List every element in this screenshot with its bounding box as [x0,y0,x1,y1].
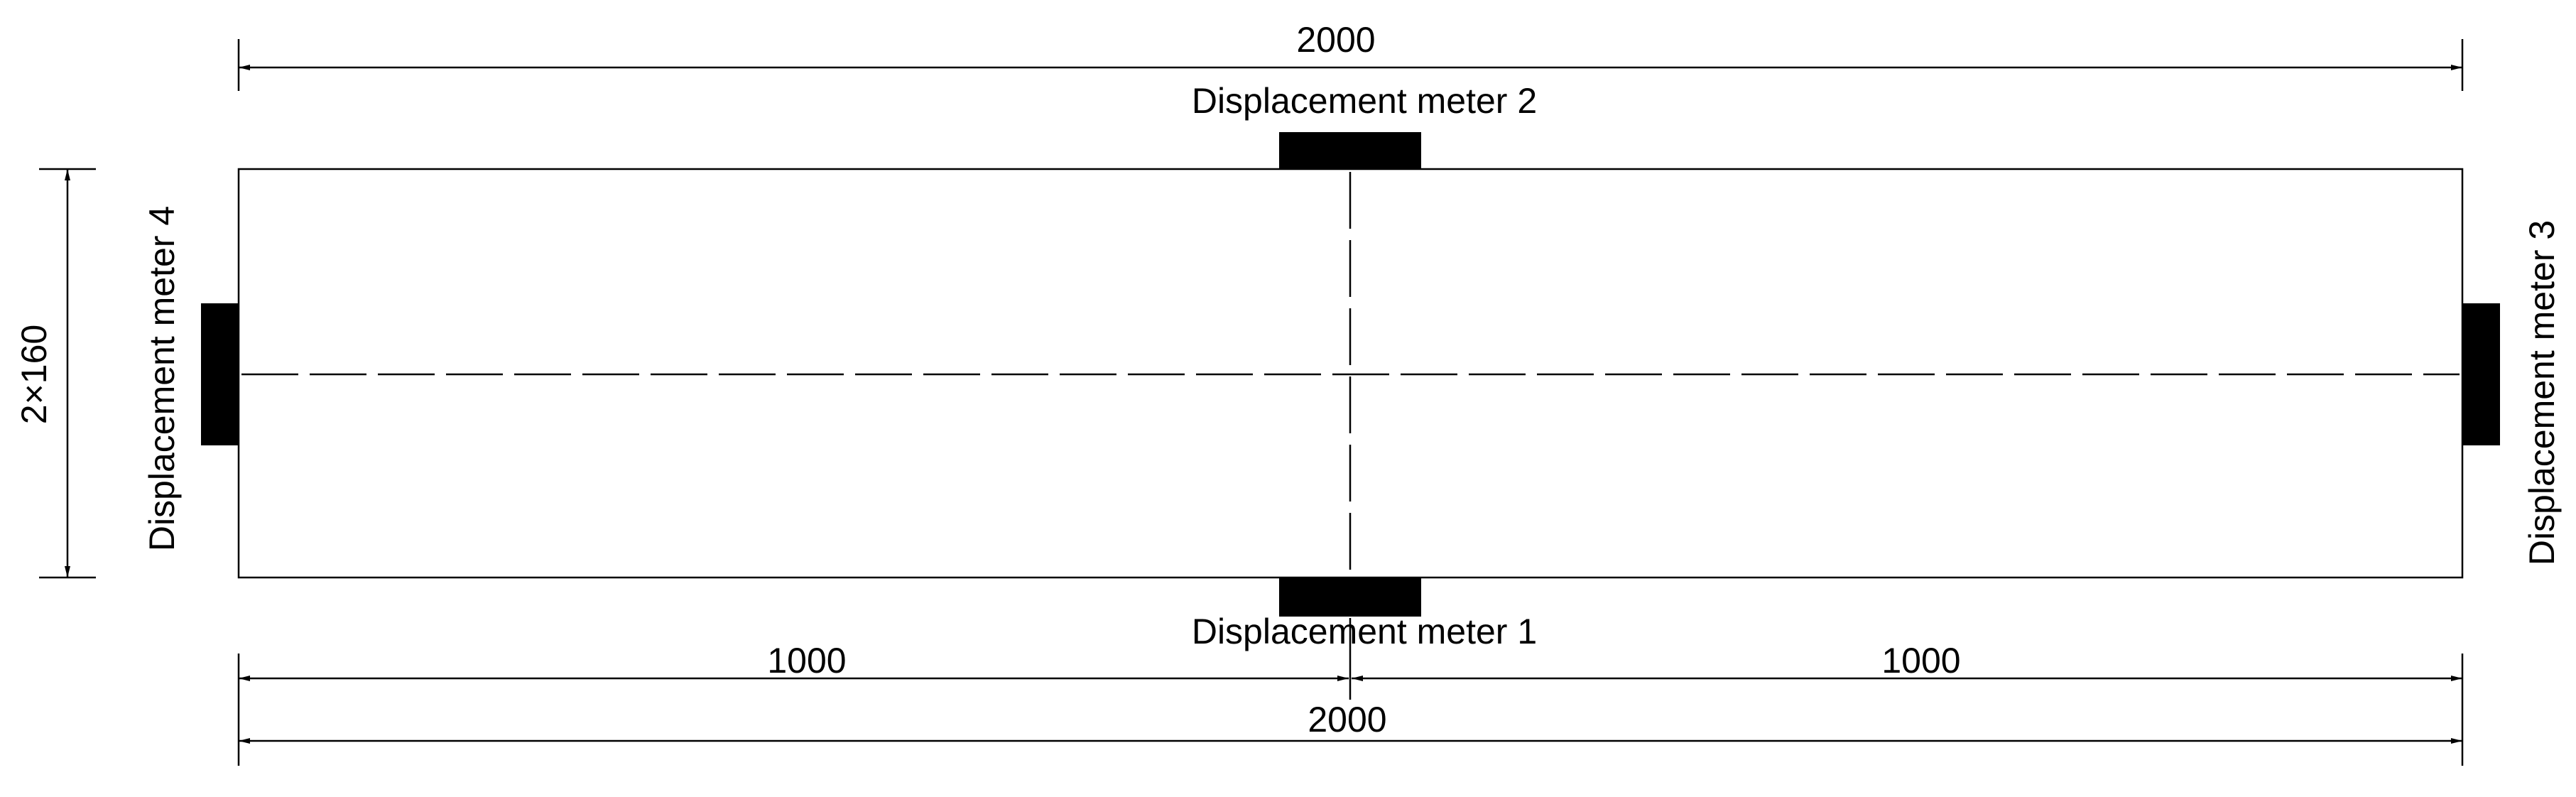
meter-3-label: Displacement meter 3 [2522,220,2562,565]
dimension-height: 2×160 [14,168,96,579]
meter-2-label: Displacement meter 2 [1192,81,1537,121]
dimension-bottom-total: 2000 [239,700,2462,744]
dimension-bottom-left-label: 1000 [767,641,846,681]
dimension-height-label: 2×160 [14,325,54,424]
dimension-top-total-label: 2000 [1296,20,1375,60]
meter-4-block [201,303,239,445]
meter-2-block [1279,132,1421,169]
meter-1-label: Displacement meter 1 [1192,612,1537,651]
dimension-top-total: 2000 [237,20,2464,91]
dimension-bottom-split: 1000 1000 [237,618,2464,766]
meter-3-block [2462,303,2500,445]
dimension-bottom-total-label: 2000 [1308,700,1386,739]
dimension-bottom-right-label: 1000 [1881,641,1960,681]
meter-1-block [1279,578,1421,617]
meter-4-label: Displacement meter 4 [142,206,182,551]
